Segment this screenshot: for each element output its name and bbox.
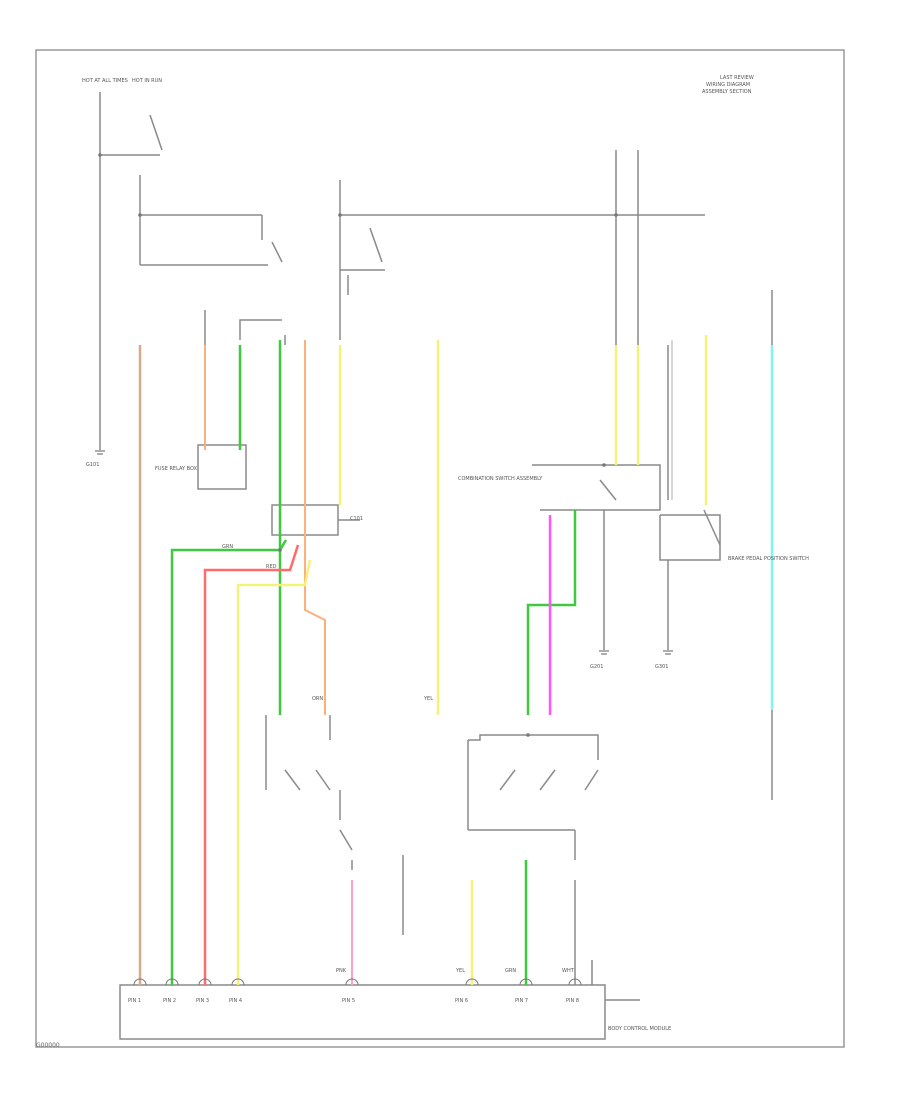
wire-tag-7: GRN [505, 968, 516, 974]
fuse-relay-box-label: FUSE RELAY BOX [155, 466, 198, 472]
red-wire [203, 544, 300, 985]
module-pin-5: PIN 5 [342, 998, 355, 1004]
diagram-title-line-1: LAST REVIEW [720, 75, 754, 81]
ground-mid-label: G201 [590, 664, 603, 670]
brake-switch-label: BRAKE PEDAL POSITION SWITCH [728, 556, 809, 562]
wire-tag-4: YEL [423, 696, 433, 702]
ground-left-label: G101 [86, 462, 99, 468]
ground-symbols [95, 450, 673, 655]
control-unit-label: BODY CONTROL MODULE [608, 1026, 671, 1032]
wire-tag-3: RED [266, 564, 277, 570]
module-pin-8: PIN 8 [566, 998, 579, 1004]
gray-wires [99, 92, 773, 1040]
yellow-wires [236, 335, 708, 985]
combination-switch-label: COMBINATION SWITCH ASSEMBLY [458, 476, 543, 482]
green-wires [170, 340, 577, 985]
module-pin-3: PIN 3 [196, 998, 209, 1004]
module-connectors [133, 978, 582, 986]
connector-top-label: C101 [350, 516, 363, 522]
module-pin-6: PIN 6 [455, 998, 468, 1004]
module-pin-2: PIN 2 [163, 998, 176, 1004]
orange-wires [204, 340, 326, 715]
wire-tag-5: PNK [336, 968, 347, 974]
diagram-frame [35, 49, 845, 1048]
hot-at-all-times-label: HOT AT ALL TIMES [82, 78, 128, 84]
module-pin-4: PIN 4 [229, 998, 242, 1004]
junction-dots [98, 153, 618, 737]
diagram-title-line-3: ASSEMBLY SECTION [702, 89, 752, 95]
wire-tag-1: GRN [222, 544, 233, 550]
ground-right-label: G301 [655, 664, 668, 670]
module-pin-7: PIN 7 [515, 998, 528, 1004]
module-pin-1: PIN 1 [128, 998, 141, 1004]
wire-tag-2: ORN [312, 696, 323, 702]
wire-tag-6: YEL [455, 968, 465, 974]
diagram-title-line-2: WIRING DIAGRAM [706, 82, 750, 88]
hot-in-run-label: HOT IN RUN [132, 78, 162, 84]
wire-tag-8: WHT [562, 968, 575, 974]
figure-code: G00000 [36, 1042, 60, 1049]
